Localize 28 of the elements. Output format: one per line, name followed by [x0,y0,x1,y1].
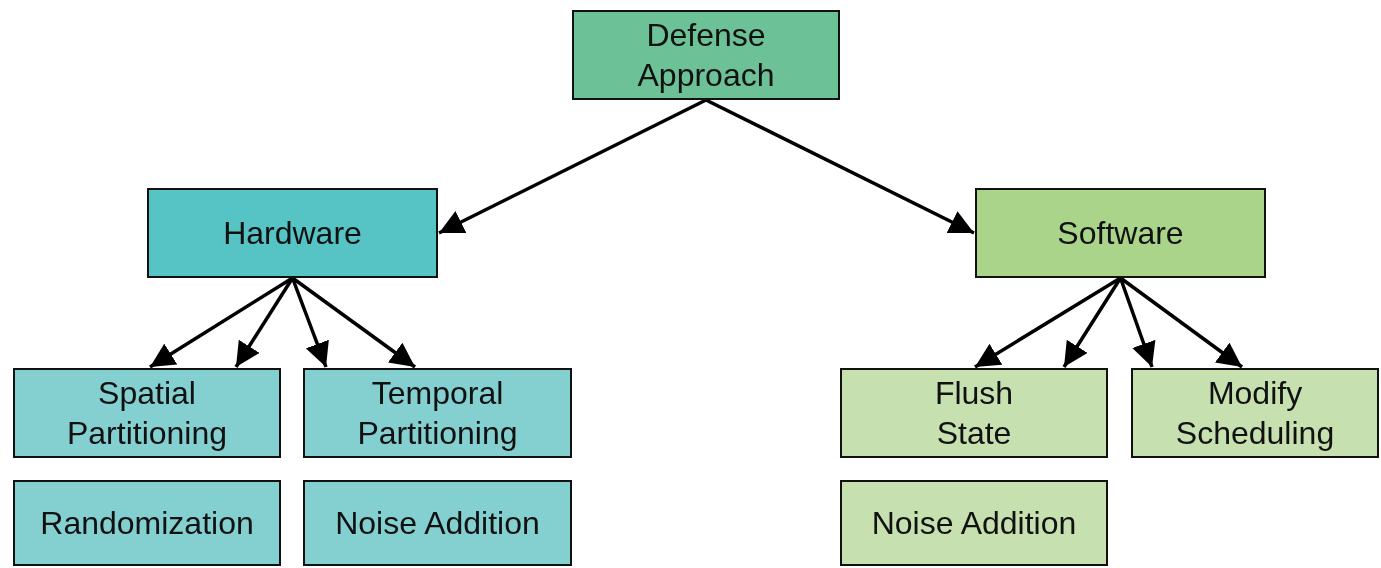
arrow [1119,276,1244,369]
technique-box [303,368,572,458]
arrow [1118,277,1156,368]
category-box [147,188,438,278]
box-label: Flush State [933,374,1015,453]
technique-box [13,480,281,566]
arrow [1062,277,1122,368]
box-label: Modify Scheduling [1174,374,1336,453]
box-label: Randomization [39,504,255,543]
arrow [290,277,329,368]
technique-box [840,368,1108,458]
arrow [291,276,417,369]
box-label: Software [1056,214,1185,253]
box-label: Spatial Partitioning [65,374,229,453]
category-box [975,188,1266,278]
box-label: Noise Addition [870,504,1078,543]
root-box [572,10,840,100]
arrow [438,98,707,235]
box-label: Hardware [222,214,363,253]
box-label: Noise Addition [334,504,541,543]
arrow [705,98,975,235]
box-label: Defense Approach [636,16,776,95]
technique-box [13,368,281,458]
arrow [234,277,294,368]
technique-box [840,480,1108,566]
technique-box [303,480,572,566]
box-label: Temporal Partitioning [356,374,519,453]
technique-box [1131,368,1379,458]
